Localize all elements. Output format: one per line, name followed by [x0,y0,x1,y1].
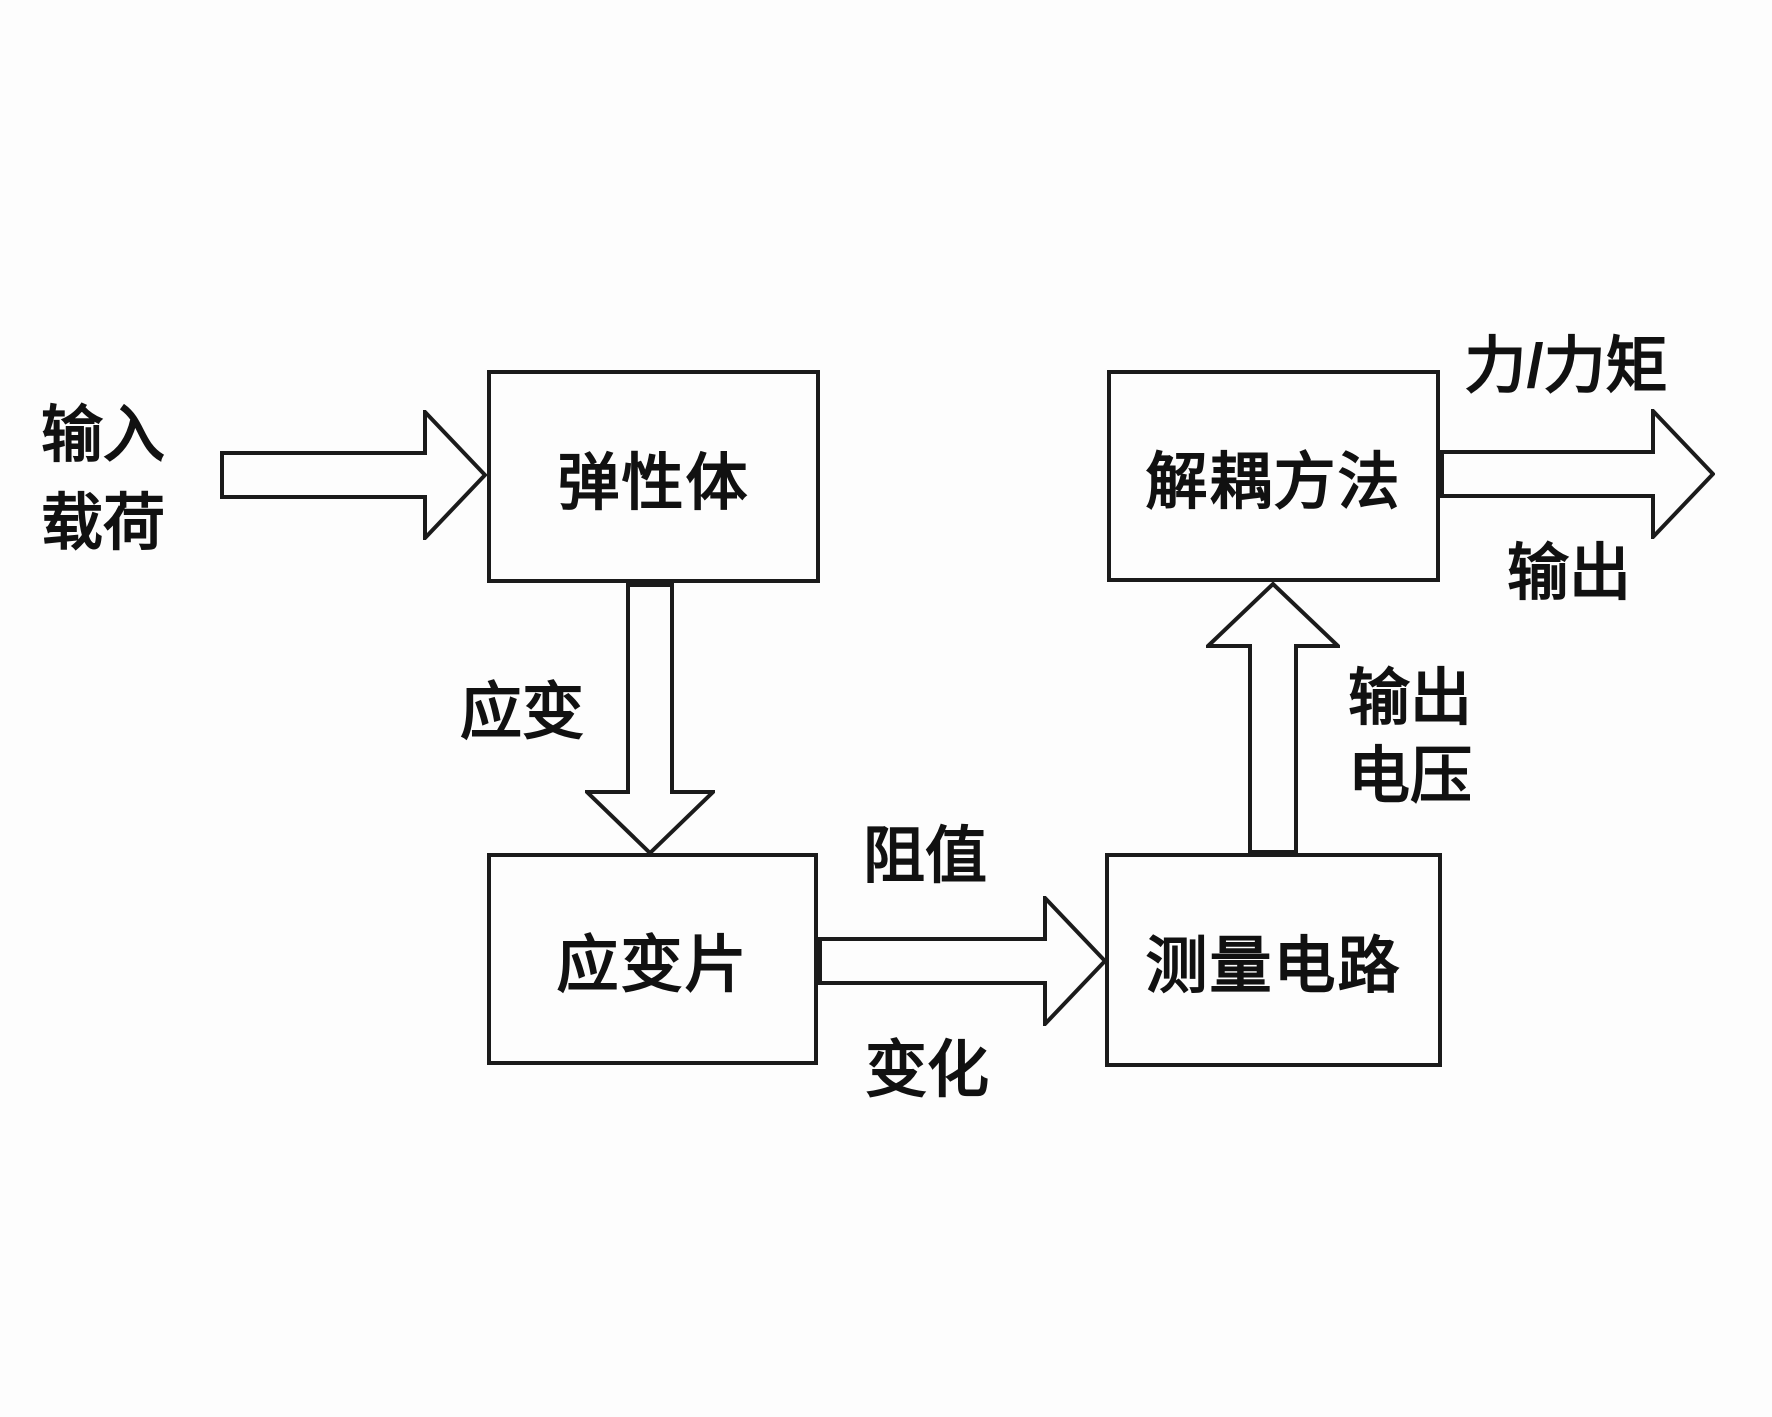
force-torque-label: 力/力矩 [1464,332,1668,401]
final-output-arrow-icon [1440,409,1715,539]
output-voltage-line1: 输出 [1347,664,1472,733]
input-load-line2: 载荷 [40,489,165,558]
node-measurement-circuit: 测量电路 [1105,853,1442,1067]
output-voltage-line2: 电压 [1347,742,1472,811]
node-decoupling-method-label: 解耦方法 [1145,448,1402,517]
node-elastic-body-label: 弹性体 [557,448,750,518]
input-load-label: 输入 载荷 [28,392,178,568]
node-strain-gauge: 应变片 [487,853,818,1065]
input-load-arrow-icon [220,410,487,540]
node-elastic-body: 弹性体 [487,370,820,583]
output-label: 输出 [1506,539,1631,608]
voltage-up-arrow-icon [1206,582,1340,854]
strain-label: 应变 [460,678,585,747]
resistance-right-arrow-icon [818,896,1107,1026]
input-load-line1: 输入 [40,401,165,470]
strain-down-arrow-icon [585,583,715,855]
resistance-label: 阻值 [862,822,987,891]
output-voltage-label: 输出 电压 [1330,660,1490,816]
change-label: 变化 [864,1036,989,1105]
node-strain-gauge-label: 应变片 [556,931,749,1000]
node-decoupling-method: 解耦方法 [1107,370,1440,582]
node-measurement-circuit-label: 测量电路 [1145,932,1402,1001]
